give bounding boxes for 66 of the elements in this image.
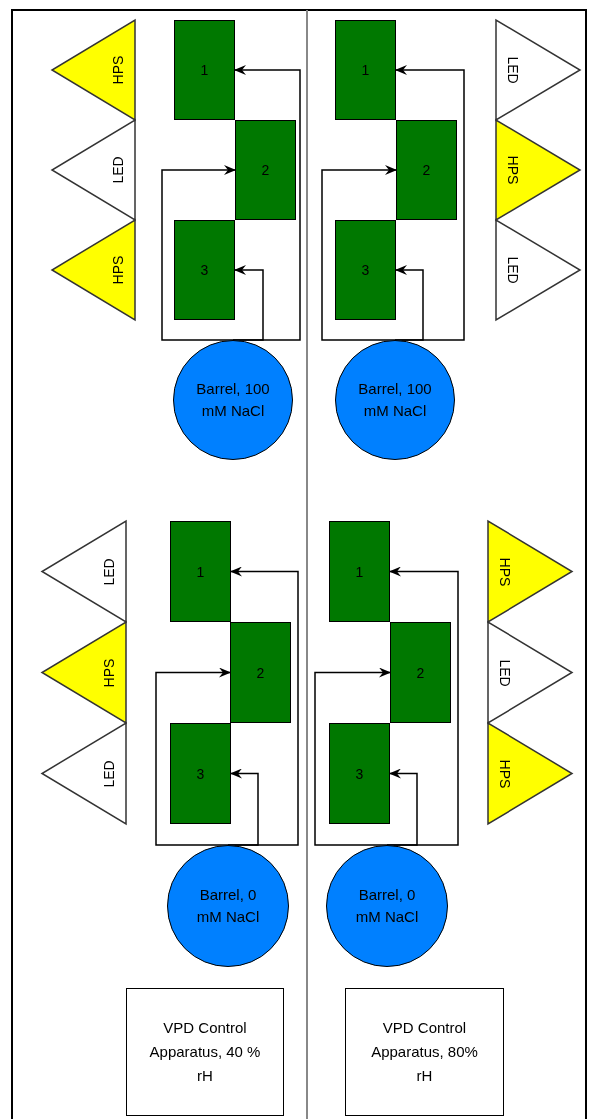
lamp-triangle [42, 723, 126, 824]
barrel-label: Barrel, 100 mM NaCl [357, 379, 433, 421]
lamp-triangle [52, 20, 135, 120]
lamp-triangle [496, 220, 580, 320]
lamp-triangle [488, 723, 572, 824]
lamp-label: LED [101, 759, 117, 788]
barrel-label: Barrel, 100 mM NaCl [195, 379, 271, 421]
box-number: 3 [196, 765, 205, 782]
lamp-triangle [488, 521, 572, 622]
lamp-label: LED [110, 156, 126, 184]
box-number: 3 [200, 262, 209, 278]
pipe-arrow [394, 65, 465, 341]
box-number: 1 [200, 62, 209, 78]
box-number: 1 [355, 563, 364, 580]
lamp-triangle [496, 120, 580, 220]
box-number: 2 [261, 162, 270, 178]
box-number: 3 [355, 765, 364, 782]
lamp-label: LED [101, 557, 117, 586]
pipe-arrow [386, 768, 418, 846]
pipe-arrow [161, 165, 236, 341]
lamp-triangle [42, 521, 126, 622]
lamp-triangle [52, 120, 135, 220]
apparatus-label: VPD Control Apparatus, 40 % rH [148, 1018, 262, 1086]
plant-box [396, 120, 457, 220]
box-number: 2 [416, 664, 425, 681]
pipe-arrow [232, 65, 301, 341]
lamp-triangle [488, 622, 572, 723]
plant-box [335, 20, 396, 120]
plant-box [170, 723, 231, 824]
lamp-triangle [496, 20, 580, 120]
box-number: 2 [256, 664, 265, 681]
lamp-label: HPS [497, 557, 513, 586]
pipe-arrow [232, 265, 264, 341]
barrel-label: Barrel, 0 mM NaCl [354, 885, 420, 927]
lamp-triangle [42, 622, 126, 723]
apparatus-label: VPD Control Apparatus, 80% rH [370, 1018, 479, 1086]
lamp-label: LED [505, 256, 521, 284]
lamp-label: HPS [497, 759, 513, 788]
apparatus-box [126, 988, 284, 1116]
pipe-arrow [155, 667, 231, 846]
plant-box [174, 220, 235, 320]
box-number: 3 [361, 262, 370, 278]
lamp-label: HPS [101, 658, 117, 687]
plant-box [329, 521, 390, 622]
apparatus-box [345, 988, 504, 1116]
pipe-arrow [314, 667, 391, 846]
box-number: 1 [361, 62, 370, 78]
box-number: 1 [196, 563, 205, 580]
plant-box [390, 622, 451, 723]
plant-box [329, 723, 390, 824]
pipe-arrow [394, 265, 424, 341]
lamp-label: HPS [110, 55, 126, 85]
lamp-triangle [52, 220, 135, 320]
plant-box [174, 20, 235, 120]
lamp-label: LED [497, 658, 513, 687]
barrel-label: Barrel, 0 mM NaCl [195, 885, 261, 927]
plant-box [230, 622, 291, 723]
lamp-label: LED [505, 56, 521, 84]
plant-box [335, 220, 396, 320]
lamp-label: HPS [110, 255, 126, 285]
pipe-arrow [321, 165, 397, 341]
lamp-label: HPS [505, 155, 521, 185]
plant-box [170, 521, 231, 622]
pipe-arrow [227, 768, 259, 846]
plant-box [235, 120, 296, 220]
box-number: 2 [422, 162, 431, 178]
